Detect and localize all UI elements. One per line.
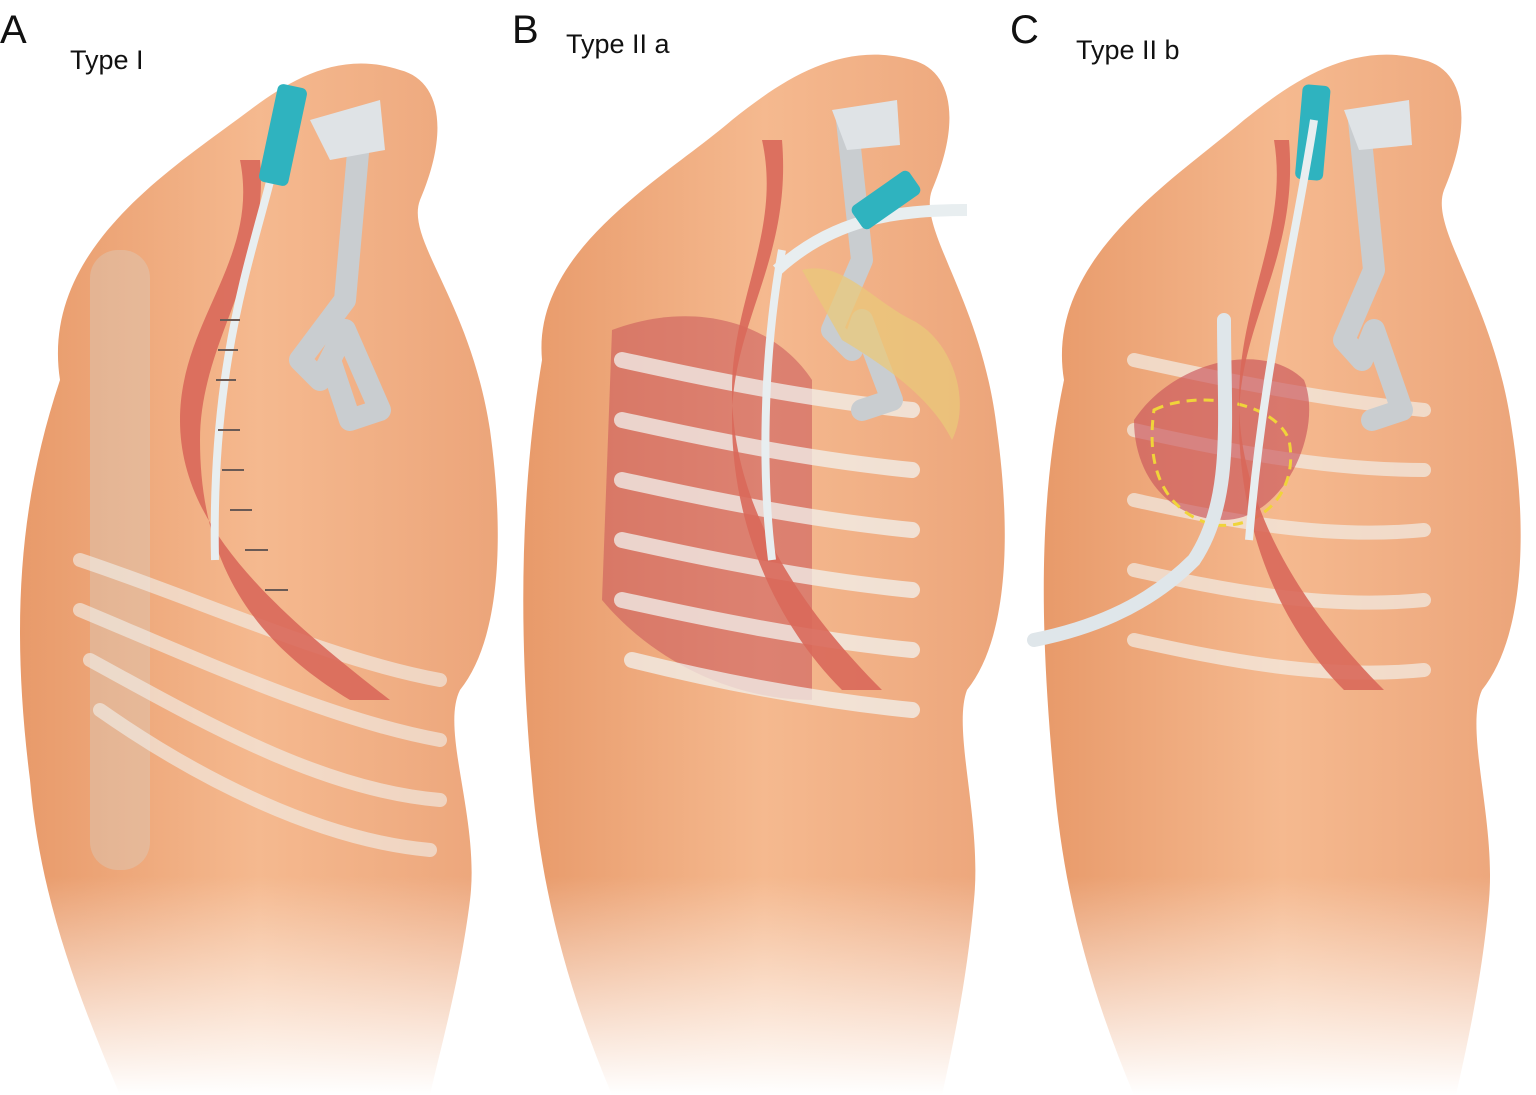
panel-letter: A bbox=[0, 8, 27, 52]
panel-letter: B bbox=[512, 8, 539, 52]
panel-title: Type I bbox=[70, 45, 144, 75]
panel-a: A Type I bbox=[0, 0, 512, 1095]
panel-title: Type II b bbox=[1076, 35, 1180, 65]
illustration-type-ii-a bbox=[512, 0, 1024, 1095]
bottom-fade bbox=[1024, 0, 1536, 1095]
bottom-fade bbox=[512, 0, 1024, 1095]
illustration-type-ii-b bbox=[1024, 0, 1536, 1095]
panel-c: C Type II b bbox=[1010, 0, 1536, 1095]
illustration-type-i bbox=[0, 0, 512, 1095]
panel-b: B Type II a bbox=[512, 0, 1024, 1095]
panel-letter: C bbox=[1010, 8, 1039, 52]
bottom-fade bbox=[0, 0, 512, 1095]
panel-title: Type II a bbox=[566, 29, 670, 59]
